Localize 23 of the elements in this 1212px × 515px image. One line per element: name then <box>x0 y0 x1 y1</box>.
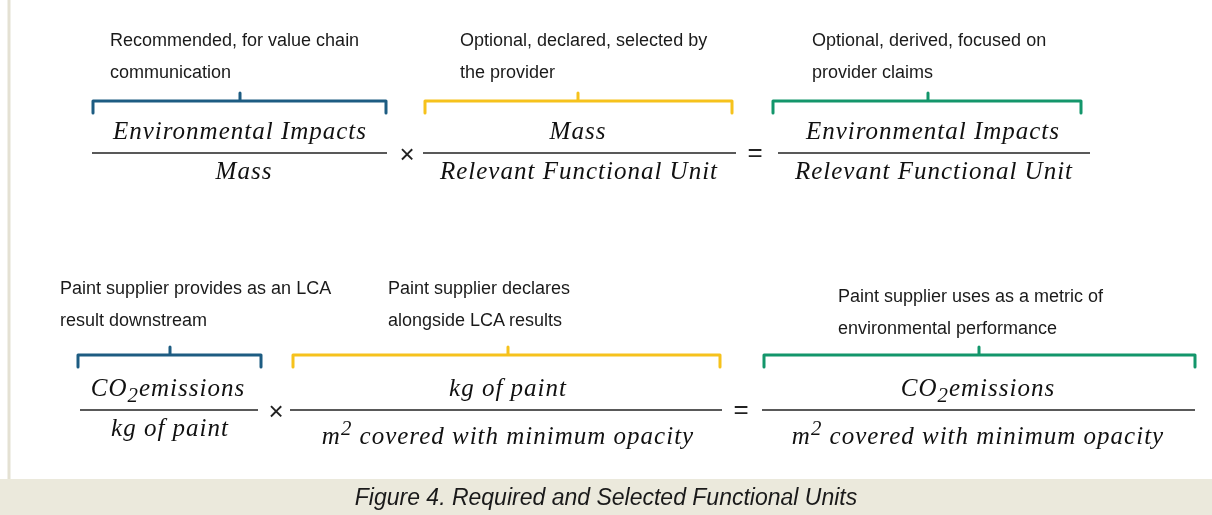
annotation-text: Paint supplier uses as a metric of environmental performance <box>838 285 1105 340</box>
annotation-text: Paint supplier provides as an LCA result downstream <box>60 277 332 332</box>
equals-sign: = <box>732 394 750 424</box>
multiplication-sign: × <box>267 396 285 426</box>
denominator: m$^{2}$ covered with minimum opacity <box>790 415 1166 452</box>
numerator: CO$_{2}$emissions <box>899 373 1057 409</box>
denominator: m$^{2}$ covered with minimum opacity <box>320 415 696 452</box>
annotation-text: Optional, declared, selected by the provider <box>460 29 709 84</box>
numerator: kg of paint <box>448 373 568 403</box>
annotation-text: Optional, derived, focused on provider claims <box>812 29 1048 84</box>
denominator: Relevant Functional Unit <box>438 156 720 186</box>
numerator: Mass <box>548 116 608 146</box>
figure-caption: Figure 4. Required and Selected Functional Units <box>353 483 859 512</box>
denominator: kg of paint <box>110 413 230 443</box>
annotation-text: Recommended, for value chain communication <box>110 29 361 84</box>
multiplication-sign: × <box>398 139 416 169</box>
numerator: Environmental Impacts <box>111 116 369 146</box>
equals-sign: = <box>746 137 764 167</box>
numerator: Environmental Impacts <box>804 116 1062 146</box>
denominator: Relevant Functional Unit <box>793 156 1075 186</box>
numerator: CO$_{2}$emissions <box>89 373 247 409</box>
annotation-text: Paint supplier declares alongside LCA results <box>388 277 572 332</box>
denominator: Mass <box>214 156 274 186</box>
